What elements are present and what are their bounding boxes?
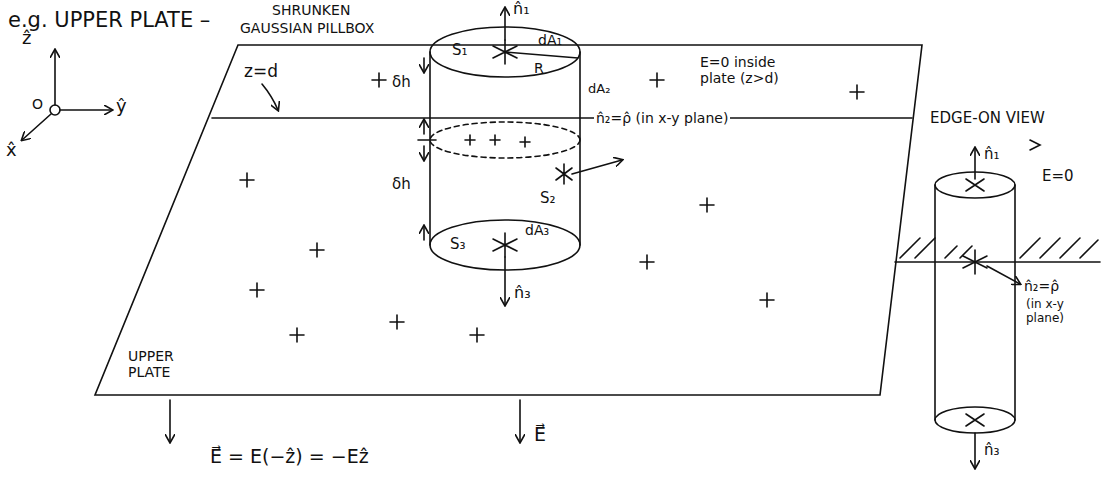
- label: O: [32, 96, 43, 112]
- label: ẑ: [22, 28, 31, 49]
- label: S₃: [450, 236, 466, 253]
- label: UPPER PLATE: [128, 348, 198, 380]
- label: n̂₂=ρ̂: [1024, 278, 1059, 294]
- label: δh: [392, 74, 411, 91]
- label: R: [534, 60, 544, 76]
- label: S₁: [452, 42, 468, 59]
- label: E⃗ = E(−ẑ) = −Eẑ: [210, 446, 369, 468]
- label: dA₃: [525, 222, 549, 238]
- label: E=0: [1042, 168, 1074, 185]
- label: n̂₁: [984, 146, 1000, 163]
- label: E⃗: [534, 424, 546, 446]
- label: dA₁: [538, 32, 562, 48]
- label: GAUSSIAN PILLBOX: [240, 20, 374, 36]
- label: (in x-y plane): [1026, 298, 1100, 326]
- label: dA₂: [588, 82, 610, 97]
- label: E=0 inside plate (z>d): [700, 54, 810, 86]
- label: EDGE-ON VIEW: [930, 110, 1045, 127]
- label: z=d: [244, 62, 278, 82]
- label: n̂₃: [984, 442, 1000, 459]
- label: n̂₂=ρ̂ (in x-y plane): [594, 110, 730, 126]
- label: e.g. UPPER PLATE –: [8, 8, 210, 32]
- label: n̂₃: [514, 284, 531, 302]
- label: n̂₁: [513, 0, 530, 18]
- label: x̂: [6, 140, 17, 161]
- label: δh: [392, 176, 411, 193]
- label: SHRUNKEN: [272, 2, 350, 18]
- label: ŷ: [116, 96, 127, 117]
- label: S₂: [540, 190, 556, 207]
